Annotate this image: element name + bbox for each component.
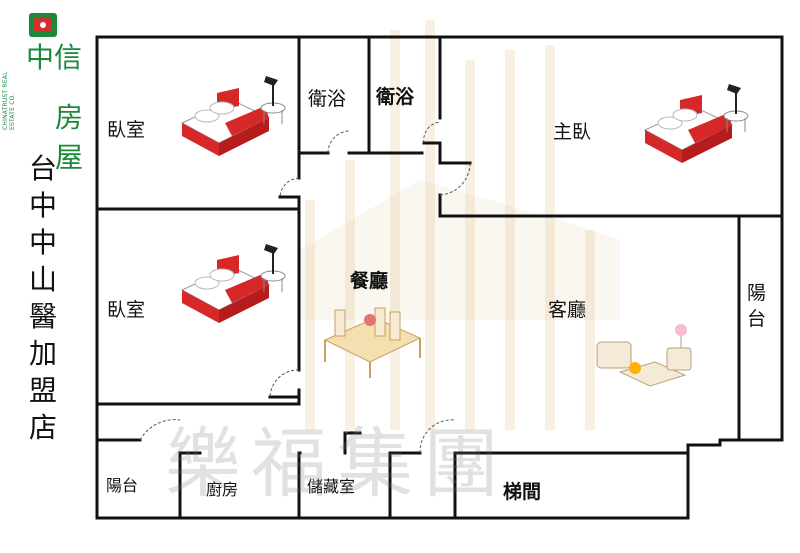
room-label-kitchen: 廚房 <box>206 480 239 499</box>
bed-icon <box>180 88 271 156</box>
room-label-bath-2: 衛浴 <box>376 86 415 108</box>
room-label-bedroom-top: 臥室 <box>107 119 146 141</box>
logo-brand-line2-visible: 房屋 <box>55 101 84 174</box>
store-char: 台 <box>28 152 57 185</box>
store-char: 醫 <box>28 300 57 333</box>
store-char: 加 <box>28 337 57 370</box>
logo-brand-line1: 中信 <box>26 41 83 74</box>
room-label-storage: 儲藏室 <box>307 477 356 496</box>
nightstand-lamp-icon <box>260 244 286 292</box>
room-label-balcony-right: 陽台 <box>747 282 767 330</box>
bed-icon <box>643 95 734 163</box>
watermark-text: 樂福集團 <box>165 419 509 508</box>
store-char: 中 <box>28 226 57 259</box>
room-label-bath-1: 衛浴 <box>308 88 347 110</box>
bed-icon <box>180 255 271 323</box>
sofa-set-icon <box>596 324 692 387</box>
nightstand-lamp-icon <box>723 84 749 132</box>
room-label-bedroom-mid: 臥室 <box>107 299 146 321</box>
room-label-dining: 餐廳 <box>350 270 389 292</box>
store-char: 山 <box>28 263 57 296</box>
room-label-master-bedroom: 主臥 <box>553 121 592 143</box>
nightstand-lamp-icon <box>260 76 286 124</box>
store-char: 盟 <box>28 374 57 407</box>
store-name: 台 中 中 山 醫 加 盟 店 <box>23 150 63 446</box>
room-label-living: 客廳 <box>548 299 587 321</box>
dining-table-icon <box>323 307 422 378</box>
logo-mark-icon <box>29 13 57 37</box>
store-char: 店 <box>28 411 57 444</box>
room-label-stairs: 梯間 <box>503 481 542 503</box>
store-char: 中 <box>28 189 57 222</box>
company-logo: 中信 房屋 房屋 CHINATRUST REAL ESTATE CO. <box>0 0 95 174</box>
room-label-balcony-left: 陽台 <box>106 476 139 495</box>
